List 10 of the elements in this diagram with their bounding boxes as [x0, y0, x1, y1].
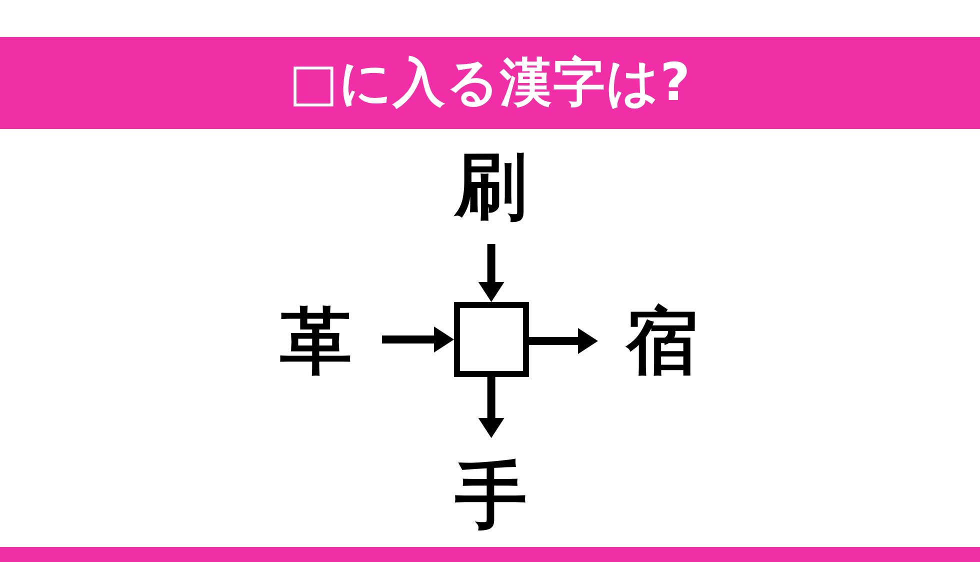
title-text: □に入る漢字は? — [288, 57, 692, 109]
blank-square — [454, 302, 529, 377]
arrow — [529, 328, 598, 354]
arrow — [478, 244, 504, 302]
kanji-label: 革 — [278, 303, 382, 379]
arrow — [382, 326, 454, 352]
kanji-label: 宿 — [598, 303, 700, 379]
arrow — [478, 377, 504, 438]
kanji-label: 刷 — [453, 150, 529, 244]
kanji-label: 手 — [453, 438, 529, 531]
